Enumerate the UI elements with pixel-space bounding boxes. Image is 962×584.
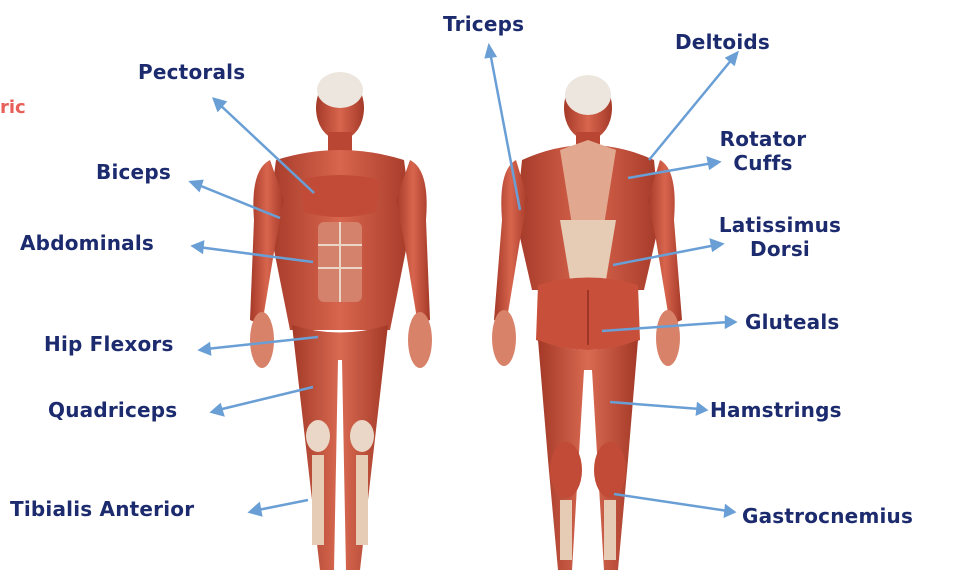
label-rotator-line2: Cuffs xyxy=(715,151,811,175)
arrow-biceps-head xyxy=(191,181,202,190)
arrow-abdominals-head xyxy=(193,242,203,252)
label-quadriceps: Quadriceps xyxy=(48,398,177,422)
label-rotator-line1: Rotator xyxy=(715,127,811,151)
label-triceps: Triceps xyxy=(443,12,524,36)
label-biceps: Biceps xyxy=(96,160,171,184)
label-hamstrings: Hamstrings xyxy=(710,398,842,422)
label-pectorals: Pectorals xyxy=(138,60,245,84)
label-gastrocnemius: Gastrocnemius xyxy=(742,504,913,528)
label-latissimus-dorsi: Latissimus Dorsi xyxy=(706,213,854,261)
label-hip-flexors: Hip Flexors xyxy=(44,332,174,356)
label-deltoids: Deltoids xyxy=(675,30,770,54)
label-abdominals: Abdominals xyxy=(20,231,154,255)
arrow-hip-flexors-head xyxy=(200,344,210,354)
label-gluteals: Gluteals xyxy=(745,310,840,334)
label-latissimus-line2: Dorsi xyxy=(706,237,854,261)
arrow-quadriceps xyxy=(218,387,313,410)
front-figure xyxy=(250,72,432,570)
arrow-tibialis-head xyxy=(250,504,261,515)
arrow-gluteals-head xyxy=(726,317,735,327)
arrow-gastrocnemius-head xyxy=(725,506,734,516)
arrow-hamstrings-head xyxy=(697,404,706,414)
back-figure xyxy=(492,75,682,570)
corner-text: ric xyxy=(0,97,26,118)
arrow-triceps-head xyxy=(486,46,495,57)
label-tibialis-anterior: Tibialis Anterior xyxy=(10,497,194,521)
arrow-gastrocnemius xyxy=(614,494,728,511)
pointer-arrows xyxy=(191,46,737,516)
label-latissimus-line1: Latissimus xyxy=(706,213,854,237)
label-rotator-cuffs: Rotator Cuffs xyxy=(715,127,811,175)
arrow-quadriceps-head xyxy=(212,405,223,415)
arrow-tibialis xyxy=(258,500,308,510)
